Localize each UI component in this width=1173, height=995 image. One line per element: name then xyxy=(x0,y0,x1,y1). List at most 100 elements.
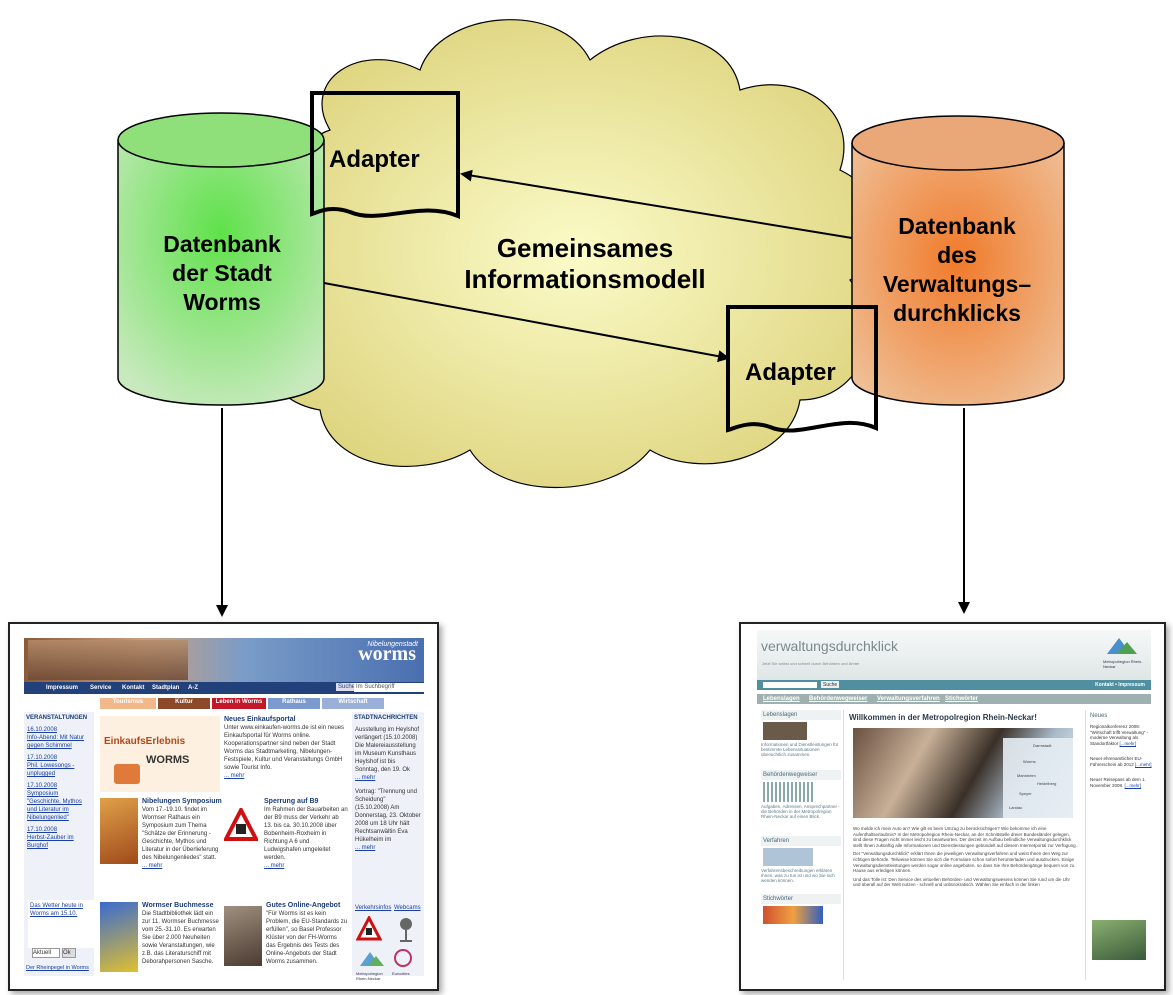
einkaufs-banner[interactable]: EinkaufsErlebnis WORMS xyxy=(100,716,220,792)
vd-search-input[interactable] xyxy=(763,682,817,688)
tab-rathaus[interactable]: Rathaus xyxy=(268,698,320,709)
sidebar-image xyxy=(763,722,807,740)
item-more-link[interactable]: ... mehr xyxy=(224,773,245,779)
sidebar-item-lebenslagen[interactable]: Lebenslagen Informationen und Dienstleis… xyxy=(761,710,841,757)
arrow-right-db-to-top-adapter xyxy=(460,169,853,239)
news-more-link[interactable]: ... mehr xyxy=(355,775,376,781)
nav-kontakt[interactable]: Kontakt xyxy=(122,685,145,691)
banner-sub: WORMS xyxy=(146,754,190,766)
worms-database-cylinder xyxy=(117,112,325,406)
tab-tourismus[interactable]: Tourismus xyxy=(100,698,156,709)
news-item: Ausstellung im Heylshof verlängert (15.1… xyxy=(355,726,421,782)
event-text: Info-Abend: Mit Natur gegen Schimmel xyxy=(27,735,85,749)
vd-page: verwaltungsdurchklick Jetzt Sie selbst u… xyxy=(757,630,1152,980)
item-more-link[interactable]: ... mehr xyxy=(264,863,285,869)
go-button[interactable]: Ok xyxy=(62,948,76,958)
right-db-label-line1: Datenbank xyxy=(898,213,1016,239)
sidebar-heading: Verfahren xyxy=(761,836,841,846)
worms-website-screenshot: Nibelungenstadt worms Impressum Service … xyxy=(8,622,439,991)
verwaltungsdurchklick-database-cylinder xyxy=(851,115,1065,406)
sidebar-text: Aufgaben, Adressen, Ansprechpartner - di… xyxy=(761,804,840,819)
item-title[interactable]: Nibelungen Symposium xyxy=(142,798,222,805)
tab-wirtschaft[interactable]: Wirtschaft xyxy=(322,698,384,709)
metropolregion-logo: Metropolregion Rhein-Neckar xyxy=(356,948,386,981)
nav-stadtplan[interactable]: Stadtplan xyxy=(152,685,180,691)
shopping-bags-image xyxy=(114,764,140,784)
vd-search-button[interactable]: Suche xyxy=(821,681,840,688)
vd-main-title: Willkommen in der Metropolregion Rhein-N… xyxy=(849,713,1037,722)
main-item-online-angebot: Gutes Online-Angebot "Für Worms ist es k… xyxy=(224,902,348,976)
sidebar-item-verfahren[interactable]: Verfahren Verfahrensbeschreibungen erklä… xyxy=(761,836,841,883)
worms-logo-small: Nibelungenstadt xyxy=(367,641,418,648)
roadwork-sign-icon xyxy=(222,805,260,842)
nav-behoerdenwegweiser[interactable]: Behördenwegweiser xyxy=(809,696,868,702)
webcams-link[interactable]: Webcams xyxy=(394,905,421,911)
traffic-sign-icon xyxy=(355,914,383,942)
tab-leben-in-worms[interactable]: Leben in Worms xyxy=(212,698,266,709)
vd-news-item: Neuer ehrenamtlicher EU-Führerschein ab … xyxy=(1090,756,1152,767)
adapter-box-top xyxy=(310,91,460,220)
events-heading: VERANSTALTUNGEN xyxy=(26,715,88,721)
vd-news-more-link[interactable]: [...mehr] xyxy=(1135,761,1152,767)
weather-select[interactable]: Aktuell xyxy=(32,948,60,958)
left-db-label-line1: Datenbank xyxy=(163,231,281,257)
vd-paragraph: Der "Verwaltungsdurchklick" erklärt Ihne… xyxy=(853,851,1075,874)
vd-title: verwaltungsdurchklick xyxy=(761,638,898,654)
nav-impressum[interactable]: Impressum xyxy=(46,685,79,691)
sidebar-image xyxy=(763,782,813,802)
item-title[interactable]: Sperrung auf B9 xyxy=(264,798,319,805)
sidebar-item-stichwoerter[interactable]: Stichwörter xyxy=(761,894,841,926)
vd-news-more-link[interactable]: [...mehr] xyxy=(1124,782,1142,788)
verwaltungsdurchklick-screenshot: verwaltungsdurchklick Jetzt Sie selbst u… xyxy=(739,622,1166,991)
main-item-symposium: Nibelungen Symposium Vom 17.-19.10. find… xyxy=(100,798,222,898)
rheinpegel-link[interactable]: Der Rheinpegel in Worms xyxy=(26,965,89,971)
event-text: Herbst-Zauber im Burghof xyxy=(27,835,74,849)
vd-logo: Metropolregion Rhein-Neckar xyxy=(1103,634,1143,676)
worms-page: Nibelungenstadt worms Impressum Service … xyxy=(24,638,424,981)
item-title[interactable]: Gutes Online-Angebot xyxy=(266,902,341,909)
item-title[interactable]: Wormser Buchmesse xyxy=(142,902,214,909)
banner-title: EinkaufsErlebnis xyxy=(104,736,186,747)
nav-service[interactable]: Service xyxy=(90,685,112,691)
nav-a-z[interactable]: A-Z xyxy=(188,685,198,691)
left-db-label-line3: Worms xyxy=(183,289,261,315)
sidebar-text: Verfahrensbeschreibungen erklären Ihnen,… xyxy=(761,868,835,883)
sidebar-text: Informationen und Dienstleistungen für b… xyxy=(761,742,839,757)
worms-header: Nibelungenstadt worms xyxy=(24,638,424,682)
online-angebot-image xyxy=(224,906,262,966)
item-title[interactable]: Neues Einkaufsportal xyxy=(224,716,296,723)
worms-logo: worms xyxy=(358,643,416,665)
sidebar-heading: Lebenslagen xyxy=(761,710,841,720)
item-text: Im Rahmen der Bauarbeiten an der B9 muss… xyxy=(264,807,348,861)
search-input[interactable]: Im Suchbegriff xyxy=(354,683,424,692)
nav-verwaltungsverfahren[interactable]: Verwaltungsverfahren xyxy=(877,696,940,702)
sidebar-heading: Behördenwegweiser xyxy=(761,770,841,780)
news-text: Vortrag: "Trennung und Scheidung" (15.10… xyxy=(355,789,421,843)
right-db-label-line2: des xyxy=(937,242,977,268)
sidebar-item-behoerdenwegweiser[interactable]: Behördenwegweiser Aufgaben, Adressen, An… xyxy=(761,770,841,819)
search-button[interactable]: Suche xyxy=(336,683,358,691)
news-more-link[interactable]: ... mehr xyxy=(355,845,376,851)
verkehrsinfos-link[interactable]: Verkehrsinfos xyxy=(355,905,392,911)
worms-top-nav: Impressum Service Kontakt Stadtplan A-Z … xyxy=(24,682,424,694)
weather-text[interactable]: Das Wetter heute in Worms am 15.10. xyxy=(30,903,83,917)
tab-kultur[interactable]: Kultur xyxy=(158,698,210,709)
nav-lebenslagen[interactable]: Lebenslagen xyxy=(763,696,800,702)
vd-main-photo: Darmstadt Worms Mannheim Heidelberg Spey… xyxy=(853,728,1073,818)
event-date: 17.10.2008 xyxy=(27,827,58,833)
vd-paragraph: Und das Tolle ist: Den Service des virtu… xyxy=(853,876,1071,888)
vd-header-links[interactable]: Kontakt • Impressum xyxy=(1095,682,1145,688)
nav-stichwoerter[interactable]: Stichwörter xyxy=(945,696,979,702)
item-more-link[interactable]: ... mehr xyxy=(142,863,163,869)
vd-map-overlay: Darmstadt Worms Mannheim Heidelberg Spey… xyxy=(1003,738,1073,818)
vd-news-item: Regionalkonferenz 2008: "Wirtschaft trif… xyxy=(1090,724,1149,746)
vd-news-more-link[interactable]: [...mehr] xyxy=(1119,740,1137,746)
left-db-label-line2: der Stadt xyxy=(172,260,272,286)
event-text: Symposium "Geschichte, Mythos und Litera… xyxy=(27,791,82,821)
